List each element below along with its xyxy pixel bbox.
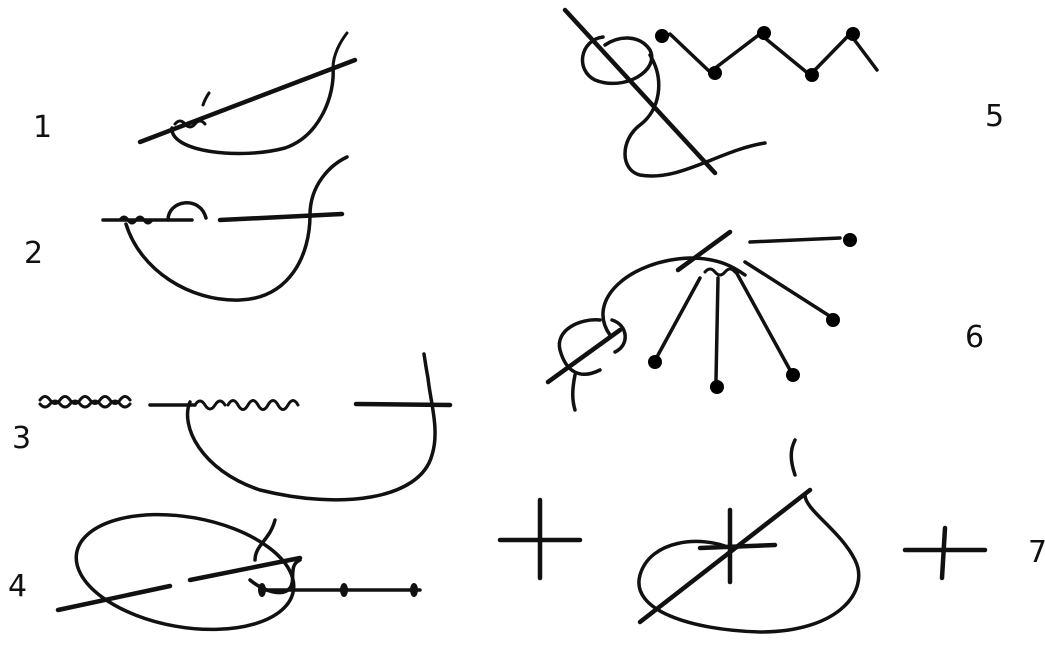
figure-2-stitch [101, 155, 349, 302]
figure-3-stitch [38, 352, 453, 502]
step-label-4: 4 [8, 569, 28, 604]
step-label-2: 2 [24, 236, 44, 271]
step-label-5: 5 [985, 99, 1005, 134]
step-label-1: 1 [33, 110, 53, 145]
figure-5-stitch [562, 7, 879, 178]
figure-6-stitch [545, 229, 857, 412]
step-label-3: 3 [12, 421, 32, 456]
figure-1-stitch [137, 31, 358, 156]
figure-4-stitch [55, 512, 422, 632]
step-label-7: 7 [1028, 535, 1045, 570]
figure-7-stitch [497, 438, 988, 634]
step-label-6: 6 [965, 320, 985, 355]
